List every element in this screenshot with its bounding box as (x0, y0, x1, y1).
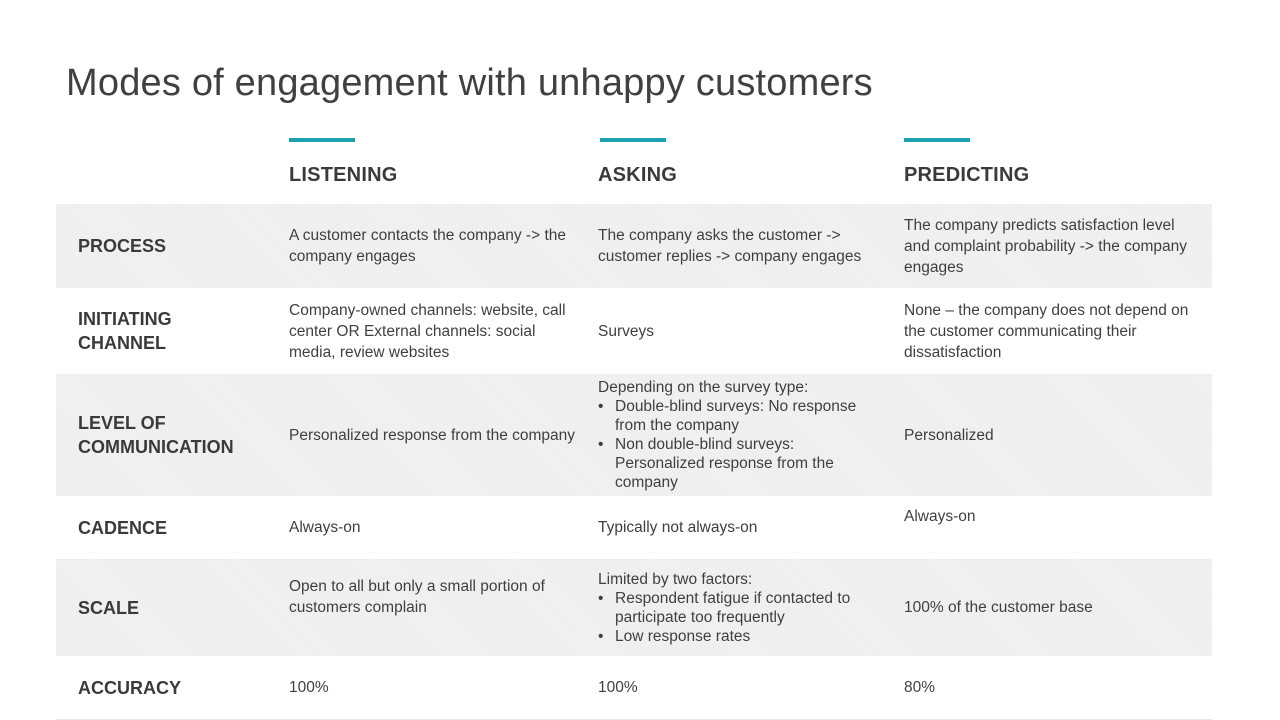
bullet-item: Double-blind surveys: No response from t… (598, 397, 888, 435)
asking-cell: Limited by two factors: Respondent fatig… (598, 559, 888, 656)
asking-cell: Depending on the survey type: Double-bli… (598, 374, 888, 496)
asking-intro: Limited by two factors: (598, 570, 753, 588)
column-label: PREDICTING (904, 164, 1030, 186)
accent-bar (289, 138, 355, 142)
table-row-level-of-communication: LEVEL OF COMMUNICATION Personalized resp… (56, 374, 1212, 496)
accent-bar (600, 138, 666, 142)
asking-cell: The company asks the customer -> custome… (598, 227, 862, 265)
row-label: PROCESS (78, 236, 167, 256)
listening-cell: Open to all but only a small portion of … (289, 578, 545, 616)
row-label: CADENCE (78, 517, 168, 538)
column-label: ASKING (598, 164, 677, 186)
listening-cell: Always-on (289, 519, 361, 536)
listening-cell: 100% (289, 679, 329, 696)
predicting-cell: Always-on (904, 508, 976, 525)
asking-bullet-list: Respondent fatigue if contacted to parti… (598, 589, 888, 646)
predicting-cell: None – the company does not depend on th… (904, 301, 1189, 361)
column-header-asking: ASKING (598, 138, 677, 187)
table-row-accuracy: ACCURACY 100% 100% 80% (56, 656, 1212, 719)
comparison-table: PROCESS A customer contacts the company … (56, 204, 1212, 719)
bullet-item: Non double-blind surveys: Personalized r… (598, 435, 888, 492)
row-label: LEVEL OF COMMUNICATION (78, 413, 234, 457)
asking-intro: Depending on the survey type: (598, 379, 809, 396)
row-label: INITIATING CHANNEL (78, 309, 172, 353)
predicting-cell: The company predicts satisfaction level … (904, 216, 1188, 276)
slide-title: Modes of engagement with unhappy custome… (66, 62, 873, 104)
asking-cell: Surveys (598, 322, 654, 340)
table-row-scale: SCALE Open to all but only a small porti… (56, 559, 1212, 656)
bullet-item: Respondent fatigue if contacted to parti… (598, 589, 888, 627)
listening-cell: Personalized response from the company (289, 426, 576, 444)
table-row-process: PROCESS A customer contacts the company … (56, 204, 1212, 288)
accent-bar (904, 138, 970, 142)
bullet-item: Low response rates (598, 627, 888, 646)
column-label: LISTENING (289, 164, 398, 186)
table-row-cadence: CADENCE Always-on Typically not always-o… (56, 496, 1212, 559)
asking-bullet-list: Double-blind surveys: No response from t… (598, 397, 888, 492)
column-header-listening: LISTENING (289, 138, 397, 187)
column-header-predicting: PREDICTING (904, 138, 1029, 187)
asking-cell: Typically not always-on (598, 519, 758, 536)
row-label: ACCURACY (78, 677, 181, 698)
listening-cell: Company-owned channels: website, call ce… (289, 301, 566, 361)
predicting-cell: 100% of the customer base (904, 599, 1093, 616)
row-label: SCALE (78, 597, 140, 618)
predicting-cell: 80% (904, 679, 936, 696)
table-row-initiating-channel: INITIATING CHANNEL Company-owned channel… (56, 288, 1212, 374)
listening-cell: A customer contacts the company -> the c… (289, 227, 566, 265)
predicting-cell: Personalized (904, 426, 994, 444)
asking-cell: 100% (598, 679, 638, 696)
